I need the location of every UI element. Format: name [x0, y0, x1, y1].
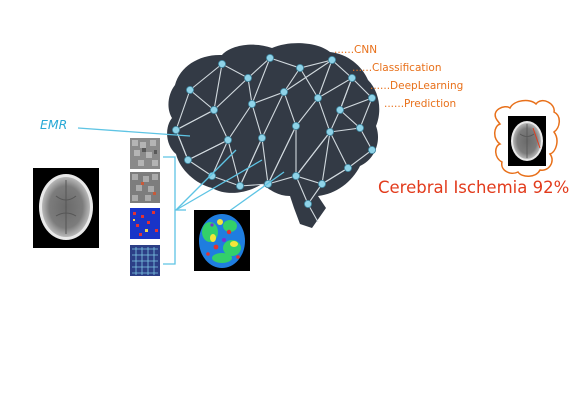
feature-map-icon [130, 208, 160, 239]
bracket-connector-1 [175, 149, 237, 211]
brain-silhouette [167, 43, 380, 228]
heatmap-icon [194, 210, 250, 271]
result-text: Cerebral Ischemia 92% [378, 178, 570, 197]
keyword-deeplearning: ......DeepLearning [370, 80, 464, 92]
feature-map-stack [130, 138, 160, 276]
connector-lines [77, 127, 285, 265]
ct-scan-icon [33, 168, 99, 248]
brain-network-icon [167, 43, 380, 228]
brain-nodes [171, 54, 376, 208]
feature-map-icon [130, 172, 160, 203]
keyword-prediction: ......Prediction [384, 98, 457, 110]
heatmap-connector [227, 171, 285, 213]
keyword-cnn: ......CNN [334, 44, 378, 56]
feature-map-icon [130, 245, 160, 276]
keyword-classification: ......Classification [352, 62, 442, 74]
feature-map-icon [130, 138, 160, 169]
ischemia-outline-icon [494, 99, 560, 177]
emr-connector [77, 127, 191, 137]
feature-bracket [163, 156, 176, 265]
emr-label: EMR [40, 117, 68, 132]
bracket-connector-2 [175, 159, 263, 211]
